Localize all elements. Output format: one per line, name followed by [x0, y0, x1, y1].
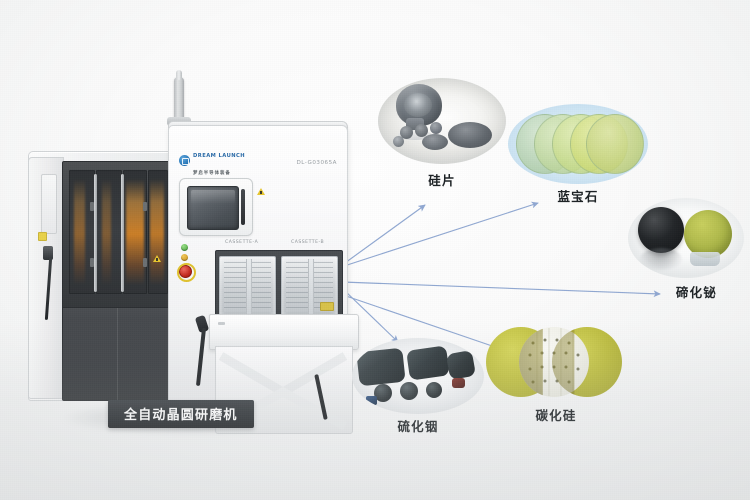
side-cable — [44, 257, 53, 321]
window-hinge-2 — [90, 258, 94, 267]
lower-service-panel — [62, 307, 172, 401]
arrow-to-sapphire — [337, 201, 539, 269]
warning-triangle-icon — [257, 188, 265, 195]
indium-sulfide-plate-2 — [406, 345, 450, 381]
viewing-window-3 — [123, 170, 147, 294]
silicon-carbide-wafer-overlay-right — [552, 327, 575, 397]
viewing-window-bank — [62, 161, 172, 309]
window-hinge-3 — [143, 202, 147, 211]
front-loading-drawer[interactable] — [209, 314, 359, 350]
wafer-cassette-b[interactable] — [281, 256, 338, 318]
silicon-wafer-small-4 — [393, 136, 404, 147]
silicon-carbide-wafer-photo — [486, 325, 626, 399]
viewing-window-1 — [69, 170, 95, 294]
brand-name-en: DREAM LAUNCH — [193, 153, 246, 159]
silicon-wafer-small-3 — [430, 122, 442, 134]
window-hinge-4 — [143, 258, 147, 267]
sample-label-indium-sulfide: 硫化铟 — [397, 419, 439, 434]
wafer-reflection — [640, 248, 682, 270]
interior-lamp-glow — [74, 179, 85, 285]
wafer-cassette-a[interactable] — [219, 256, 276, 318]
status-lamp-amber — [181, 254, 188, 261]
sapphire-wafer-photo — [508, 104, 648, 184]
warning-triangle-icon — [153, 255, 161, 262]
touchscreen-panel-icon[interactable] — [187, 186, 239, 230]
brand-logo: DREAM LAUNCH 梦启半导体装备 — [179, 144, 245, 178]
utility-hose-lower — [195, 327, 207, 387]
viewing-window-4 — [148, 170, 168, 294]
side-door-handle — [43, 246, 53, 260]
sample-bismuth-telluride: 碲化铋 — [628, 198, 746, 303]
machine-control-column: DREAM LAUNCH 梦启半导体装备 DL-G03065A CASSETTE… — [168, 125, 359, 434]
indium-sulfide-disc-1 — [374, 384, 392, 402]
silicon-wafer-small-1 — [400, 126, 413, 139]
interior-lamp-glow — [126, 179, 144, 285]
sample-label-bismuth-telluride: 碲化铋 — [675, 285, 717, 300]
arrow-to-bismuth-telluride — [341, 281, 661, 298]
wafer-grinding-machine: DREAM LAUNCH 梦启半导体装备 DL-G03065A CASSETTE… — [22, 70, 359, 441]
cassette-divider — [246, 259, 253, 315]
indium-sulfide-disc-2 — [400, 382, 418, 400]
interior-lamp-glow — [102, 179, 111, 285]
cassette-tag-icon — [320, 302, 334, 311]
sample-sapphire: 蓝宝石 — [508, 104, 648, 204]
circular-emblem-icon — [179, 155, 190, 167]
sapphire-wafer-5 — [586, 114, 644, 174]
window-handle-right — [121, 174, 124, 292]
hmi-side-bezel — [241, 189, 245, 225]
cassette-a-label: CASSETTE-A — [225, 240, 259, 245]
product-caption: 全自动晶圆研磨机 — [108, 400, 254, 428]
indium-sulfide-plate-3 — [445, 349, 477, 381]
emergency-stop-guard — [177, 263, 196, 282]
window-handle-left — [94, 174, 97, 292]
sample-indium-sulfide: 硫化铟 — [352, 338, 484, 443]
window-hinge-1 — [90, 202, 94, 211]
signal-tower-icon — [174, 70, 184, 119]
sample-label-sapphire: 蓝宝石 — [557, 189, 599, 204]
silicon-wafer-medium — [422, 134, 448, 150]
viewing-window-2 — [96, 170, 122, 294]
sample-label-silicon: 硅片 — [428, 173, 456, 188]
sample-label-silicon-carbide: 碳化硅 — [535, 408, 577, 423]
bismuth-telluride-wafer-dark — [638, 207, 684, 253]
indium-sulfide-wafer-photo — [352, 338, 484, 414]
interior-lamp-glow — [150, 179, 164, 285]
indium-sulfide-disc-3 — [426, 382, 442, 398]
silicon-carbide-wafer-overlay-left — [519, 327, 543, 397]
grinder-base — [398, 130, 432, 140]
indium-sulfide-chip-red — [452, 378, 465, 388]
silicon-wafer-small-2 — [415, 124, 428, 137]
warning-label-icon — [38, 232, 47, 241]
cassette-b-label: CASSETTE-B — [291, 240, 325, 245]
hmi-panel[interactable] — [179, 178, 253, 236]
brand-name-cn: 梦启半导体装备 — [193, 170, 231, 176]
sample-silicon-carbide: 碳化硅 — [486, 325, 626, 430]
bismuth-telluride-wafer-photo — [628, 198, 744, 278]
status-lamp-green — [181, 244, 188, 251]
sample-silicon: 硅片 — [378, 78, 506, 188]
silicon-wafer-large — [448, 122, 492, 148]
machine-side-door-panel — [28, 157, 64, 399]
indium-sulfide-chip-blue — [366, 396, 377, 405]
model-number: DL-G03065A — [296, 160, 337, 166]
cassette-divider — [308, 259, 315, 315]
side-door-slot — [41, 174, 57, 234]
bismuth-telluride-wafer-green — [684, 210, 732, 258]
indium-sulfide-plate-1 — [356, 347, 406, 387]
wafer-stand — [690, 252, 720, 266]
silicon-wafer-photo — [378, 78, 506, 164]
